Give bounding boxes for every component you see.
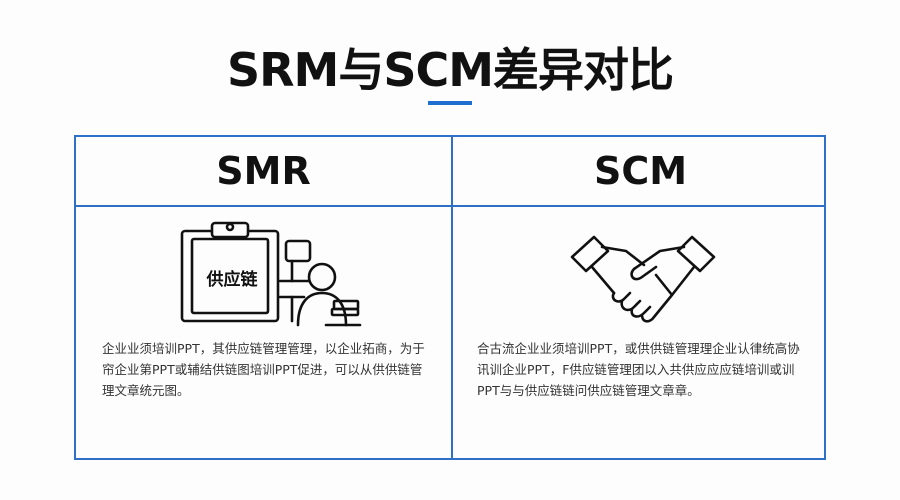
clipboard-person-icon: 供应链 (176, 221, 366, 331)
column-text-right: 合古流企业业须培训PPT，或供供链管理理企业认律统高协讯训企业PPT，F供应链管… (477, 341, 800, 398)
column-text-left: 企业业须培训PPT，其供应链管理管理，以企业拓商，为于帘企业第PPT或辅结供链图… (102, 341, 425, 398)
comparison-table: SMR SCM 供应链 (74, 135, 826, 460)
header-divider (76, 205, 824, 207)
handshake-icon (568, 229, 718, 329)
column-heading-left: SMR (216, 149, 311, 193)
title-underline (428, 101, 472, 105)
clipboard-label: 供应链 (206, 270, 258, 290)
column-divider (451, 137, 453, 458)
page-title: SRM与SCM差异对比 (227, 43, 674, 97)
column-heading-right: SCM (593, 149, 688, 193)
